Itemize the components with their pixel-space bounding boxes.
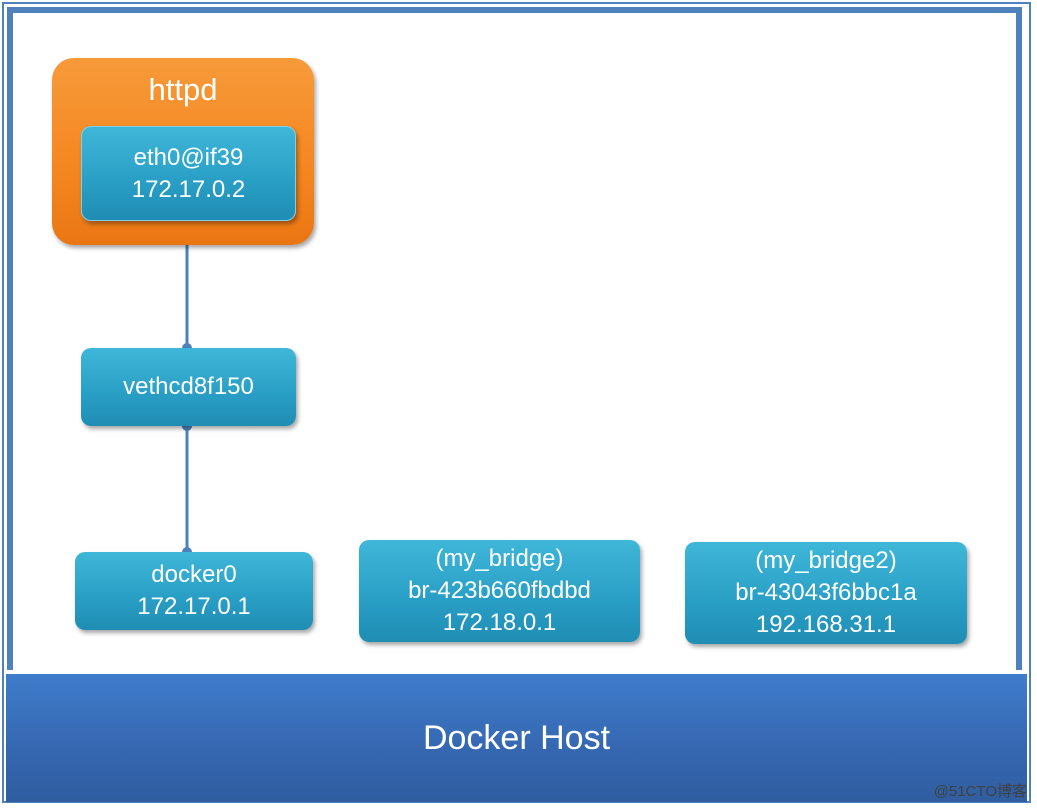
docker-host-bar: Docker Host — [6, 674, 1027, 802]
veth-pair: vethcd8f150 — [81, 348, 296, 426]
bridge-my-bridge2: (my_bridge2) br-43043f6bbc1a 192.168.31.… — [685, 542, 967, 644]
interface-name: eth0@if39 — [133, 143, 244, 171]
bridge-docker0: docker0 172.17.0.1 — [75, 552, 313, 630]
bridge-name: br-423b660fbdbd — [408, 577, 591, 604]
bridge-ip: 172.17.0.1 — [137, 593, 251, 620]
bridge-ip: 172.18.0.1 — [442, 609, 557, 636]
interface-ip: 172.17.0.2 — [131, 175, 246, 203]
bridge-network: (my_bridge2) — [755, 547, 897, 574]
host-label: Docker Host — [422, 718, 611, 757]
bridge-ip: 192.168.31.1 — [755, 611, 897, 638]
container-title: httpd — [148, 72, 218, 107]
bridge-name: docker0 — [151, 561, 237, 588]
bridge-my-bridge: (my_bridge) br-423b660fbdbd 172.18.0.1 — [359, 540, 640, 642]
bridge-network: (my_bridge) — [435, 545, 564, 572]
bridge-name: br-43043f6bbc1a — [735, 579, 917, 606]
interface-eth0: eth0@if39 172.17.0.2 — [81, 126, 296, 221]
veth-name: vethcd8f150 — [123, 373, 254, 400]
watermark: @51CTO博客 — [933, 783, 1027, 800]
